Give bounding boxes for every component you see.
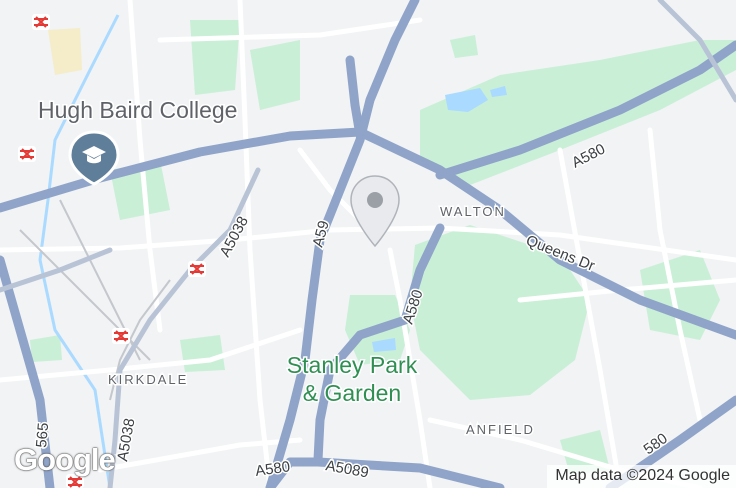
road-label-a580-ne: A580 (569, 141, 608, 172)
sand-area (48, 28, 82, 75)
district-label-kirkdale: KIRKDALE (108, 372, 188, 387)
waterway (38, 14, 120, 488)
map-attribution[interactable]: Map data ©2024 Google (547, 465, 736, 488)
district-label-anfield: ANFIELD (466, 422, 535, 437)
water (372, 86, 507, 352)
map-pin-icon[interactable] (350, 175, 400, 248)
road-label-a580-sw: A580 (254, 458, 291, 480)
district-label-walton: WALTON (440, 204, 506, 219)
park-label-line1[interactable]: Stanley Park (285, 351, 419, 380)
college-label[interactable]: Hugh Baird College (37, 96, 239, 125)
rail-station-icon[interactable] (18, 146, 36, 162)
google-logo[interactable]: Google (14, 442, 116, 477)
rail-station-icon[interactable] (188, 261, 206, 277)
graduation-cap-icon[interactable] (68, 130, 120, 186)
park-label-line2[interactable]: & Garden (301, 379, 402, 408)
rail-station-icon[interactable] (112, 328, 130, 344)
road-label-a59: A59 (309, 219, 332, 249)
rail-station-icon[interactable] (66, 474, 84, 488)
rail-station-icon[interactable] (32, 14, 50, 30)
road-label-a565: 565 (33, 422, 52, 448)
